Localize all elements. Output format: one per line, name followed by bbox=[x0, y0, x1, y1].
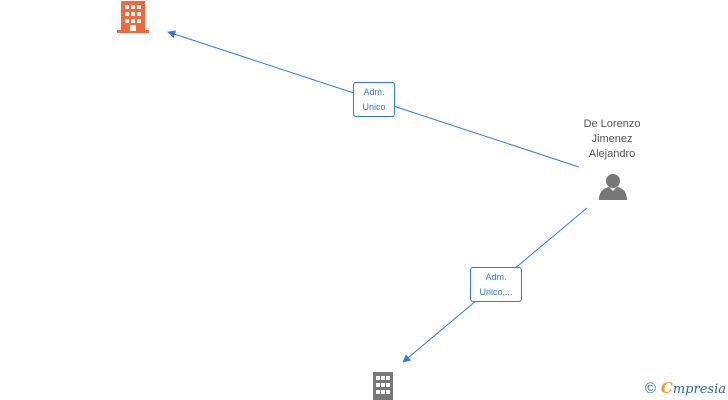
edge-label-line: Unico bbox=[362, 102, 386, 112]
brand-logo: Cmpresia bbox=[661, 379, 726, 397]
person-name-line: Jimenez bbox=[591, 133, 633, 145]
edge-label-adm-unico[interactable]: Adm. Unico bbox=[353, 82, 395, 117]
person-name-line: De Lorenzo bbox=[583, 118, 641, 130]
edge-label-adm-unico-more[interactable]: Adm. Unico,... bbox=[470, 267, 522, 302]
building-icon bbox=[117, 1, 149, 33]
brand-initial: C bbox=[660, 379, 673, 397]
edge-label-line: Adm. bbox=[363, 87, 385, 97]
building-icon bbox=[373, 372, 393, 400]
person-icon bbox=[599, 174, 627, 200]
empresia-watermark: © Cmpresia bbox=[645, 379, 726, 397]
company-node-1[interactable] bbox=[117, 1, 149, 33]
person-name-line: Alejandro bbox=[588, 148, 636, 160]
brand-text: mpresia bbox=[672, 382, 726, 397]
person-node[interactable] bbox=[599, 174, 627, 200]
company-node-2[interactable] bbox=[373, 372, 393, 400]
person-name-label: De Lorenzo Jimenez Alejandro bbox=[571, 117, 653, 162]
copyright-icon: © bbox=[644, 379, 656, 397]
edge-label-line: Adm. bbox=[485, 272, 507, 282]
edge-label-line: Unico,... bbox=[479, 287, 513, 297]
